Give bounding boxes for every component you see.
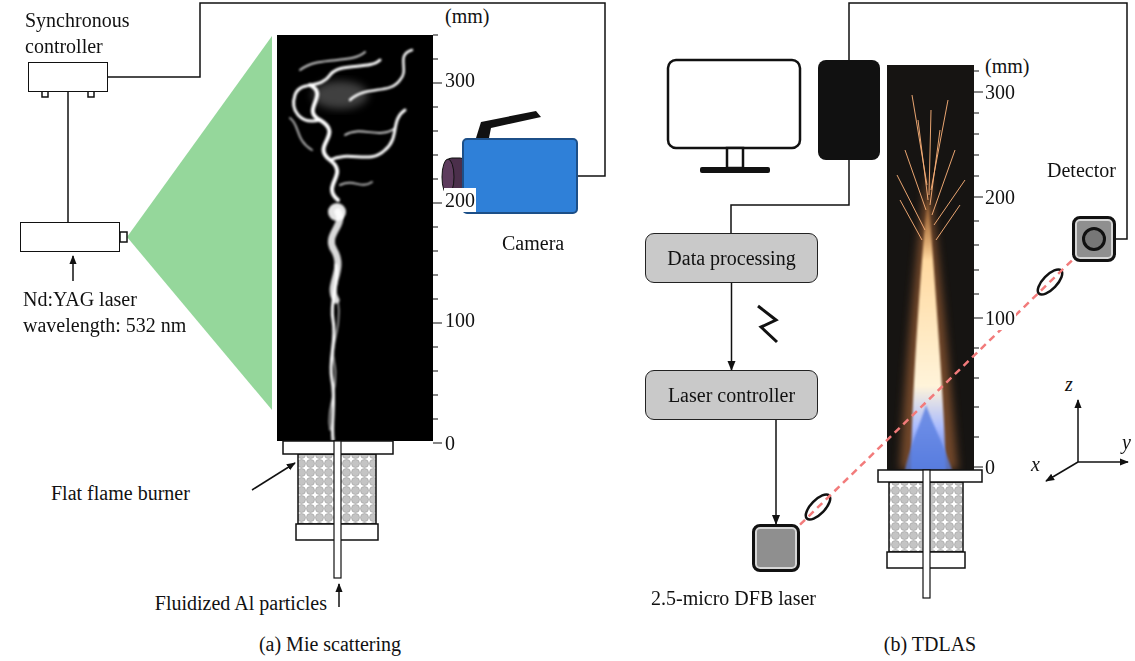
mie-image xyxy=(290,118,312,150)
panel-caption: (b) TDLAS xyxy=(883,632,977,656)
mie-image xyxy=(277,35,433,441)
part-label: Flat flame burner xyxy=(50,481,191,505)
axis-tick-label: 200 xyxy=(984,185,1016,209)
part-label: Synchronous controller xyxy=(25,7,157,59)
part-label: Fluidized Al particles xyxy=(154,591,328,615)
burner-symbol xyxy=(923,470,930,598)
axis-tick-label: 100 xyxy=(984,306,1016,330)
camera-symbol xyxy=(476,111,541,138)
part-label: Camera xyxy=(502,230,564,256)
flame-photo xyxy=(887,65,974,470)
mie-image xyxy=(300,52,365,70)
laser-nozzle xyxy=(120,232,127,242)
axis-label: z xyxy=(1064,372,1074,396)
laser-source-box: 2.5-micro DFB laser xyxy=(752,524,800,572)
process-box: Data processing xyxy=(645,233,818,283)
leader-arrow xyxy=(73,256,74,281)
laser-nozzle xyxy=(120,232,127,242)
axis-unit: (mm) xyxy=(984,54,1030,78)
part-label: 2.5-micro DFB laser xyxy=(651,585,816,611)
mie-image xyxy=(312,81,368,109)
axis-tick-label: 300 xyxy=(984,80,1016,104)
axis-label: y xyxy=(1121,430,1132,454)
axis-tick-label: 200 xyxy=(444,188,476,212)
mie-image xyxy=(340,182,372,185)
laser-box: Nd:YAG laser wavelength: 532 nm xyxy=(20,222,120,252)
coordinate-axes xyxy=(1078,461,1128,463)
box-text: Data processing xyxy=(667,246,795,270)
flame-photo xyxy=(887,65,974,470)
axis-label: x xyxy=(1030,452,1041,476)
axis-ticks xyxy=(433,35,442,443)
leader-arrow xyxy=(252,463,295,490)
computer-monitor xyxy=(727,148,743,168)
acquisition-unit xyxy=(818,60,880,160)
flame-photo xyxy=(897,95,965,240)
leader-arrow xyxy=(72,256,74,281)
mie-image xyxy=(345,128,395,135)
burner-symbol xyxy=(878,470,982,598)
light-sheet xyxy=(127,36,272,410)
part-label: Detector xyxy=(1047,157,1116,183)
wireless-symbol xyxy=(758,306,777,342)
computer-monitor xyxy=(668,60,800,148)
panel-caption: (a) Mie scattering xyxy=(258,632,402,656)
axis-tick-label: 0 xyxy=(444,431,456,455)
signal-wire xyxy=(731,160,849,233)
mie-image xyxy=(331,212,339,300)
axis-ticks xyxy=(974,71,983,467)
axis-tick-label: 0 xyxy=(984,455,996,479)
box-text: Laser controller xyxy=(668,383,795,407)
mie-image xyxy=(290,50,412,440)
flow-arrow xyxy=(338,584,340,607)
axis-ticks xyxy=(974,71,983,467)
signal-arrow xyxy=(775,420,777,524)
computer-monitor xyxy=(668,60,800,173)
coordinate-axes xyxy=(1077,400,1079,462)
axis-tick-label: 100 xyxy=(444,308,476,332)
computer-monitor xyxy=(700,167,770,173)
leader-arrow xyxy=(252,463,295,490)
part-label: Nd:YAG laser wavelength: 532 nm xyxy=(23,286,213,338)
axis-unit: (mm) xyxy=(444,4,490,28)
wireless-symbol xyxy=(758,306,777,342)
acquisition-unit xyxy=(818,60,880,160)
detector-box: Detector xyxy=(1072,216,1116,262)
signal-arrow xyxy=(731,283,733,370)
axis-tick-label: 300 xyxy=(444,68,476,92)
mie-image xyxy=(329,300,339,430)
mie-image xyxy=(328,203,346,221)
camera-body: Camera xyxy=(462,138,578,214)
trigger-wire xyxy=(67,92,69,222)
light-sheet xyxy=(127,36,272,410)
mie-image xyxy=(277,35,433,441)
mie-image xyxy=(330,110,405,160)
coordinate-axes xyxy=(1046,462,1078,481)
burner-symbol xyxy=(283,441,393,578)
flow-arrow xyxy=(339,584,340,607)
detector-aperture xyxy=(1082,227,1106,251)
burner-symbol xyxy=(334,441,341,578)
laser-beam xyxy=(800,260,1072,524)
coordinate-axes xyxy=(1046,400,1128,481)
process-box: Laser controller xyxy=(645,370,818,420)
controller-box: Synchronous controller xyxy=(28,62,108,92)
axis-ticks xyxy=(433,35,442,443)
